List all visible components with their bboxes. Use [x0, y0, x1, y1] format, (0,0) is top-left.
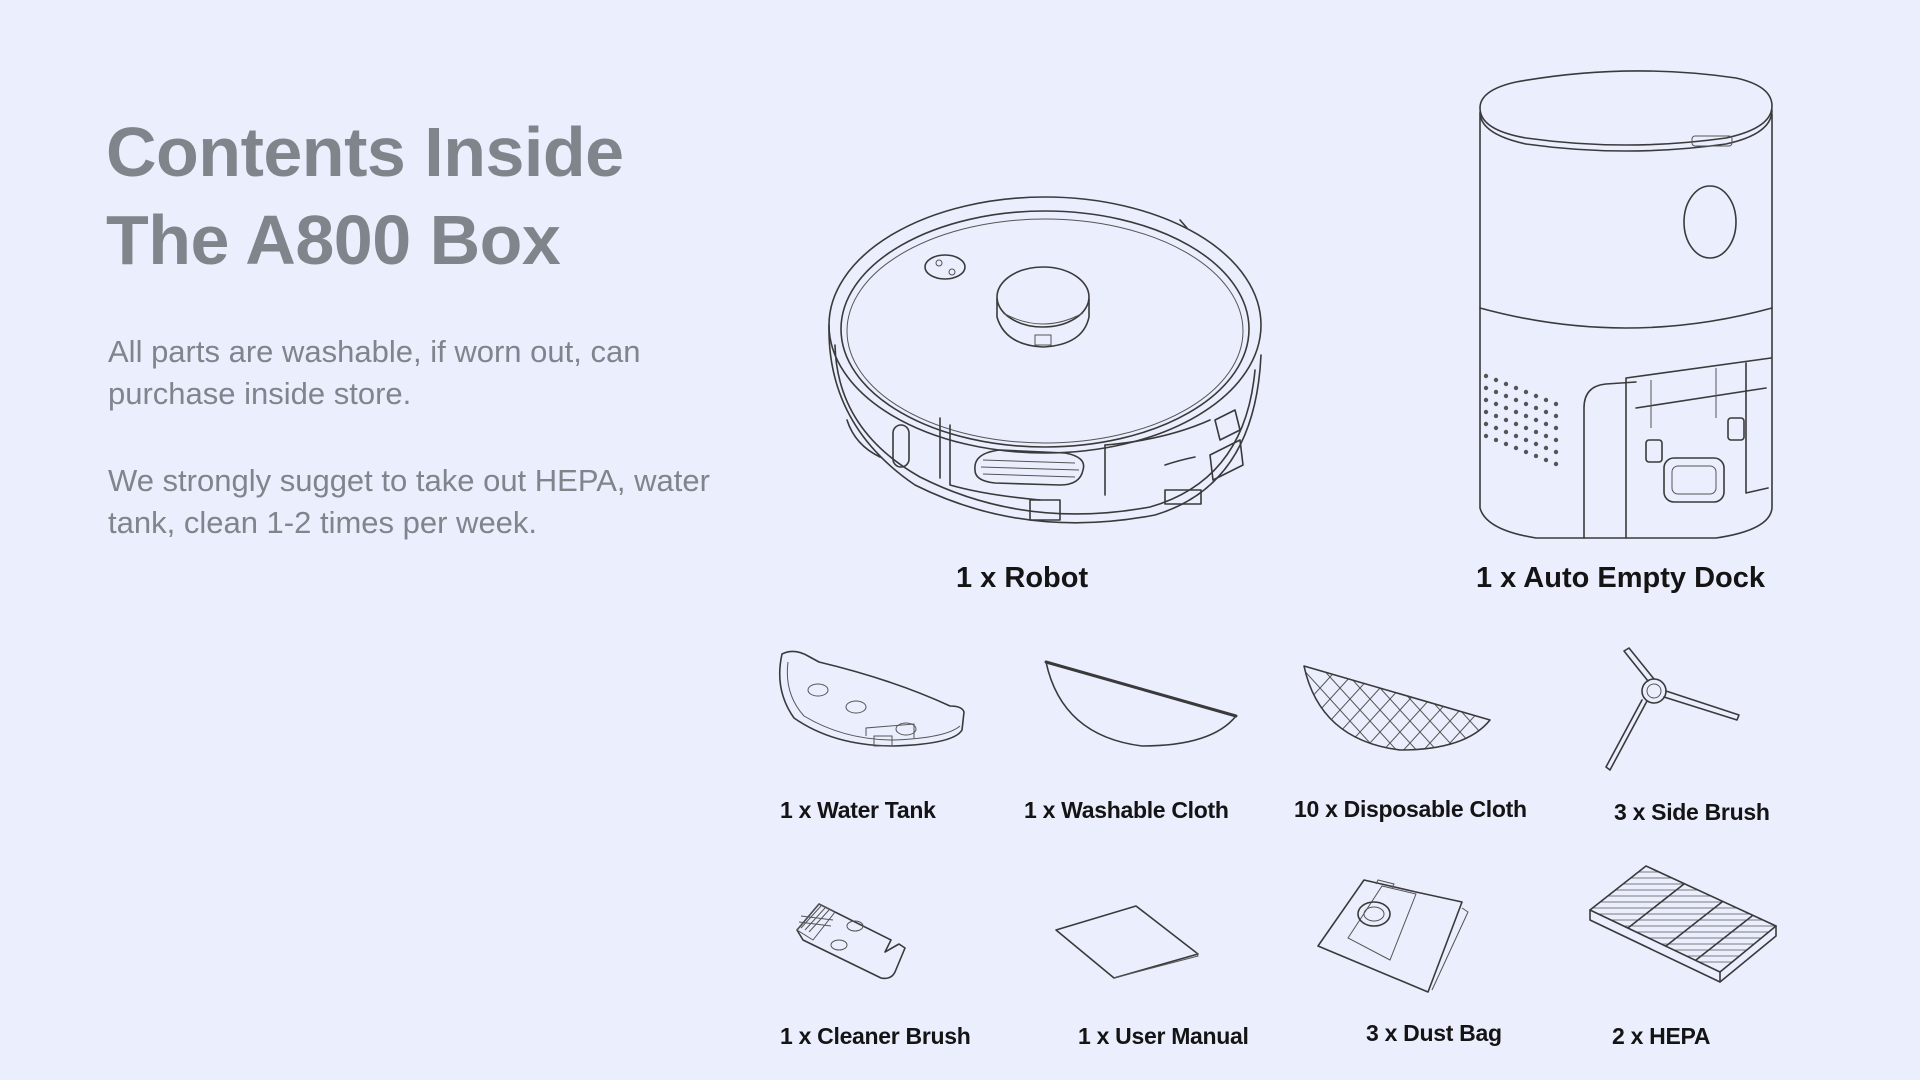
item-label-washable-cloth: 1 x Washable Cloth	[1024, 797, 1229, 823]
item-label-water-tank: 1 x Water Tank	[780, 797, 936, 823]
item-label-auto-empty-dock: 1 x Auto Empty Dock	[1476, 562, 1765, 594]
item-label-disposable-cloth: 10 x Disposable Cloth	[1294, 796, 1527, 822]
cleaning-recommendation-note: We strongly sugget to take out HEPA, wat…	[108, 463, 710, 540]
dust-bag-icon	[1317, 879, 1469, 993]
washable-parts-note: All parts are washable, if worn out, can…	[108, 334, 641, 411]
user-manual-icon	[1055, 905, 1199, 979]
auto-empty-dock-icon	[1479, 70, 1773, 539]
item-label-hepa: 2 x HEPA	[1612, 1023, 1711, 1049]
disposable-cloth-icon	[1303, 665, 1491, 751]
item-label-side-brush: 3 x Side Brush	[1614, 799, 1770, 825]
page-title-line-2: The A800 Box	[106, 201, 561, 279]
robot-vacuum-icon	[828, 196, 1262, 524]
hepa-filter-icon	[1589, 865, 1777, 983]
washable-cloth-icon	[1044, 660, 1238, 747]
page-title: Contents Inside The A800 Box	[106, 108, 624, 284]
item-label-dust-bag: 3 x Dust Bag	[1366, 1020, 1502, 1046]
page-title-line-1: Contents Inside	[106, 113, 624, 191]
item-label-cleaner-brush: 1 x Cleaner Brush	[780, 1023, 971, 1049]
item-label-robot: 1 x Robot	[956, 562, 1089, 594]
cleaner-brush-icon	[796, 903, 906, 980]
side-brush-icon	[1605, 647, 1740, 771]
item-label-user-manual: 1 x User Manual	[1078, 1023, 1249, 1049]
water-tank-icon	[778, 650, 965, 747]
